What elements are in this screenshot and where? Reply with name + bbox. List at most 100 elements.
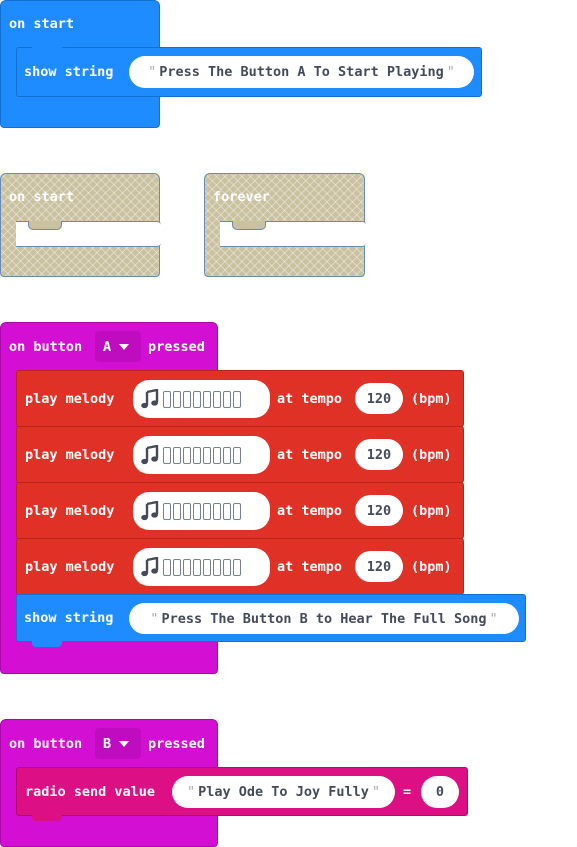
melody-note-cell [213, 558, 221, 576]
melody-note-cell [163, 558, 171, 576]
tempo-value: 120 [366, 558, 392, 575]
tempo-input[interactable]: 120 [355, 439, 403, 470]
melody-note-cell [223, 558, 231, 576]
music-note-icon [141, 389, 159, 409]
show-string-label: show string [24, 610, 114, 626]
melody-note-cell [233, 558, 241, 576]
equals-label: = [403, 784, 412, 800]
play-melody-label: play melody [25, 559, 115, 575]
show-string-block[interactable]: show string "Press The Button A To Start… [16, 47, 482, 97]
play-melody-label: play melody [25, 503, 115, 519]
radio-name-value: Play Ode To Joy Fully [198, 784, 369, 800]
empty-statement-slot [16, 221, 161, 247]
melody-editor-field[interactable] [133, 548, 270, 586]
on-button-suffix: pressed [148, 339, 205, 355]
bpm-label: (bpm) [411, 503, 452, 519]
on-button-prefix: on button [9, 339, 83, 355]
melody-note-grid [163, 390, 241, 408]
caret-down-icon [119, 343, 130, 350]
at-tempo-label: at tempo [277, 503, 343, 519]
melody-note-grid [163, 502, 241, 520]
on-start-label: on start [9, 16, 75, 32]
melody-note-cell [233, 502, 241, 520]
melody-note-cell [223, 446, 231, 464]
melody-note-cell [213, 502, 221, 520]
play-melody-block[interactable]: play melody at tempo 120 (bpm) [16, 370, 464, 427]
melody-note-cell [203, 558, 211, 576]
tempo-value: 120 [366, 390, 392, 407]
play-melody-block[interactable]: play melody at tempo 120 (bpm) [16, 426, 464, 483]
tempo-value: 120 [366, 502, 392, 519]
bpm-label: (bpm) [411, 559, 452, 575]
melody-editor-field[interactable] [133, 380, 270, 418]
at-tempo-label: at tempo [277, 559, 343, 575]
bpm-label: (bpm) [411, 447, 452, 463]
music-note-icon [141, 557, 159, 577]
play-melody-label: play melody [25, 391, 115, 407]
empty-statement-slot [220, 221, 366, 247]
at-tempo-label: at tempo [277, 391, 343, 407]
radio-value-input[interactable]: 0 [421, 776, 459, 808]
music-note-icon [141, 501, 159, 521]
melody-note-cell [173, 558, 181, 576]
show-string-label: show string [24, 64, 114, 80]
button-b-dropdown[interactable]: B [95, 728, 141, 759]
melody-note-cell [213, 390, 221, 408]
melody-note-cell [213, 446, 221, 464]
melody-note-cell [183, 502, 191, 520]
radio-name-input[interactable]: "Play Ode To Joy Fully" [172, 776, 395, 808]
melody-note-grid [163, 558, 241, 576]
radio-send-label: radio send value [25, 784, 156, 800]
play-melody-block[interactable]: play melody at tempo 120 (bpm) [16, 482, 464, 539]
melody-note-cell [163, 502, 171, 520]
music-note-icon [141, 445, 159, 465]
radio-number-value: 0 [435, 784, 445, 800]
button-b-value: B [103, 735, 112, 752]
button-a-dropdown[interactable]: A [95, 331, 141, 362]
melody-note-cell [223, 502, 231, 520]
bpm-label: (bpm) [411, 391, 452, 407]
disabled-forever-block[interactable]: forever [204, 173, 366, 277]
melody-note-cell [233, 446, 241, 464]
melody-note-cell [233, 390, 241, 408]
string-input[interactable]: "Press The Button A To Start Playing" [129, 56, 474, 88]
melody-note-cell [203, 446, 211, 464]
play-melody-block[interactable]: play melody at tempo 120 (bpm) [16, 538, 464, 595]
melody-note-cell [173, 390, 181, 408]
melody-editor-field[interactable] [133, 436, 270, 474]
melody-note-cell [203, 502, 211, 520]
melody-note-cell [163, 390, 171, 408]
radio-send-value-block[interactable]: radio send value "Play Ode To Joy Fully"… [16, 767, 468, 821]
on-button-prefix: on button [9, 736, 83, 752]
caret-down-icon [119, 740, 130, 747]
melody-note-cell [183, 390, 191, 408]
melody-note-cell [193, 558, 201, 576]
tempo-input[interactable]: 120 [355, 383, 403, 414]
string-input[interactable]: "Press The Button B to Hear The Full Son… [129, 603, 519, 634]
melody-note-cell [223, 390, 231, 408]
tempo-input[interactable]: 120 [355, 495, 403, 526]
melody-editor-field[interactable] [133, 492, 270, 530]
string-value: Press The Button A To Start Playing [159, 64, 444, 80]
on-button-suffix: pressed [148, 736, 205, 752]
melody-note-cell [173, 502, 181, 520]
disabled-on-start-label: on start [9, 189, 75, 205]
show-string-block[interactable]: show string "Press The Button B to Hear … [16, 594, 526, 647]
melody-note-cell [173, 446, 181, 464]
melody-note-cell [193, 390, 201, 408]
string-value: Press The Button B to Hear The Full Song [161, 610, 487, 627]
tempo-input[interactable]: 120 [355, 551, 403, 582]
disabled-forever-label: forever [213, 189, 270, 205]
melody-note-cell [163, 446, 171, 464]
at-tempo-label: at tempo [277, 447, 343, 463]
melody-note-cell [193, 502, 201, 520]
melody-note-cell [183, 446, 191, 464]
melody-note-grid [163, 446, 241, 464]
melody-note-cell [183, 558, 191, 576]
button-a-value: A [103, 338, 112, 355]
melody-note-cell [203, 390, 211, 408]
melody-note-cell [193, 446, 201, 464]
tempo-value: 120 [366, 446, 392, 463]
disabled-on-start-block[interactable]: on start [0, 173, 161, 277]
play-melody-label: play melody [25, 447, 115, 463]
